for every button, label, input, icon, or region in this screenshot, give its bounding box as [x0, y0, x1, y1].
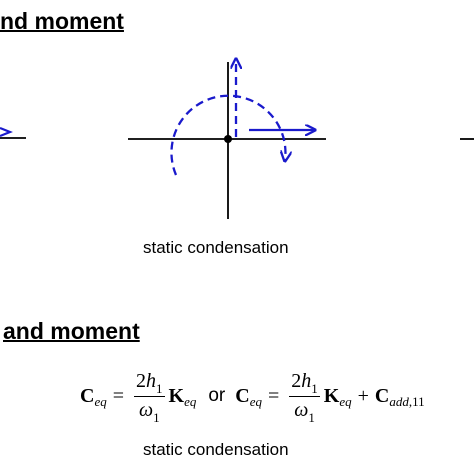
k-eq-symbol: K — [168, 384, 185, 407]
c-eq-symbol: C — [80, 384, 95, 407]
section-heading-top: nd moment — [0, 8, 124, 34]
node-point — [224, 135, 232, 143]
caption-top: static condensation — [143, 238, 289, 257]
or-word: or — [208, 385, 226, 406]
fraction-2h-over-omega: 2h1 ω1 — [134, 369, 165, 425]
k-eq-symbol-2: K — [323, 384, 340, 407]
left-diagram-arrow — [0, 126, 13, 138]
caption-bottom: static condensation — [143, 440, 289, 459]
section-heading-bottom: and moment — [3, 318, 140, 344]
c-add-symbol: C — [374, 384, 390, 407]
c-eq-symbol-2: C — [235, 384, 250, 407]
rotation-moment-arrow — [170, 94, 285, 176]
fraction-2h-over-omega-2: 2h1 ω1 — [289, 369, 320, 425]
